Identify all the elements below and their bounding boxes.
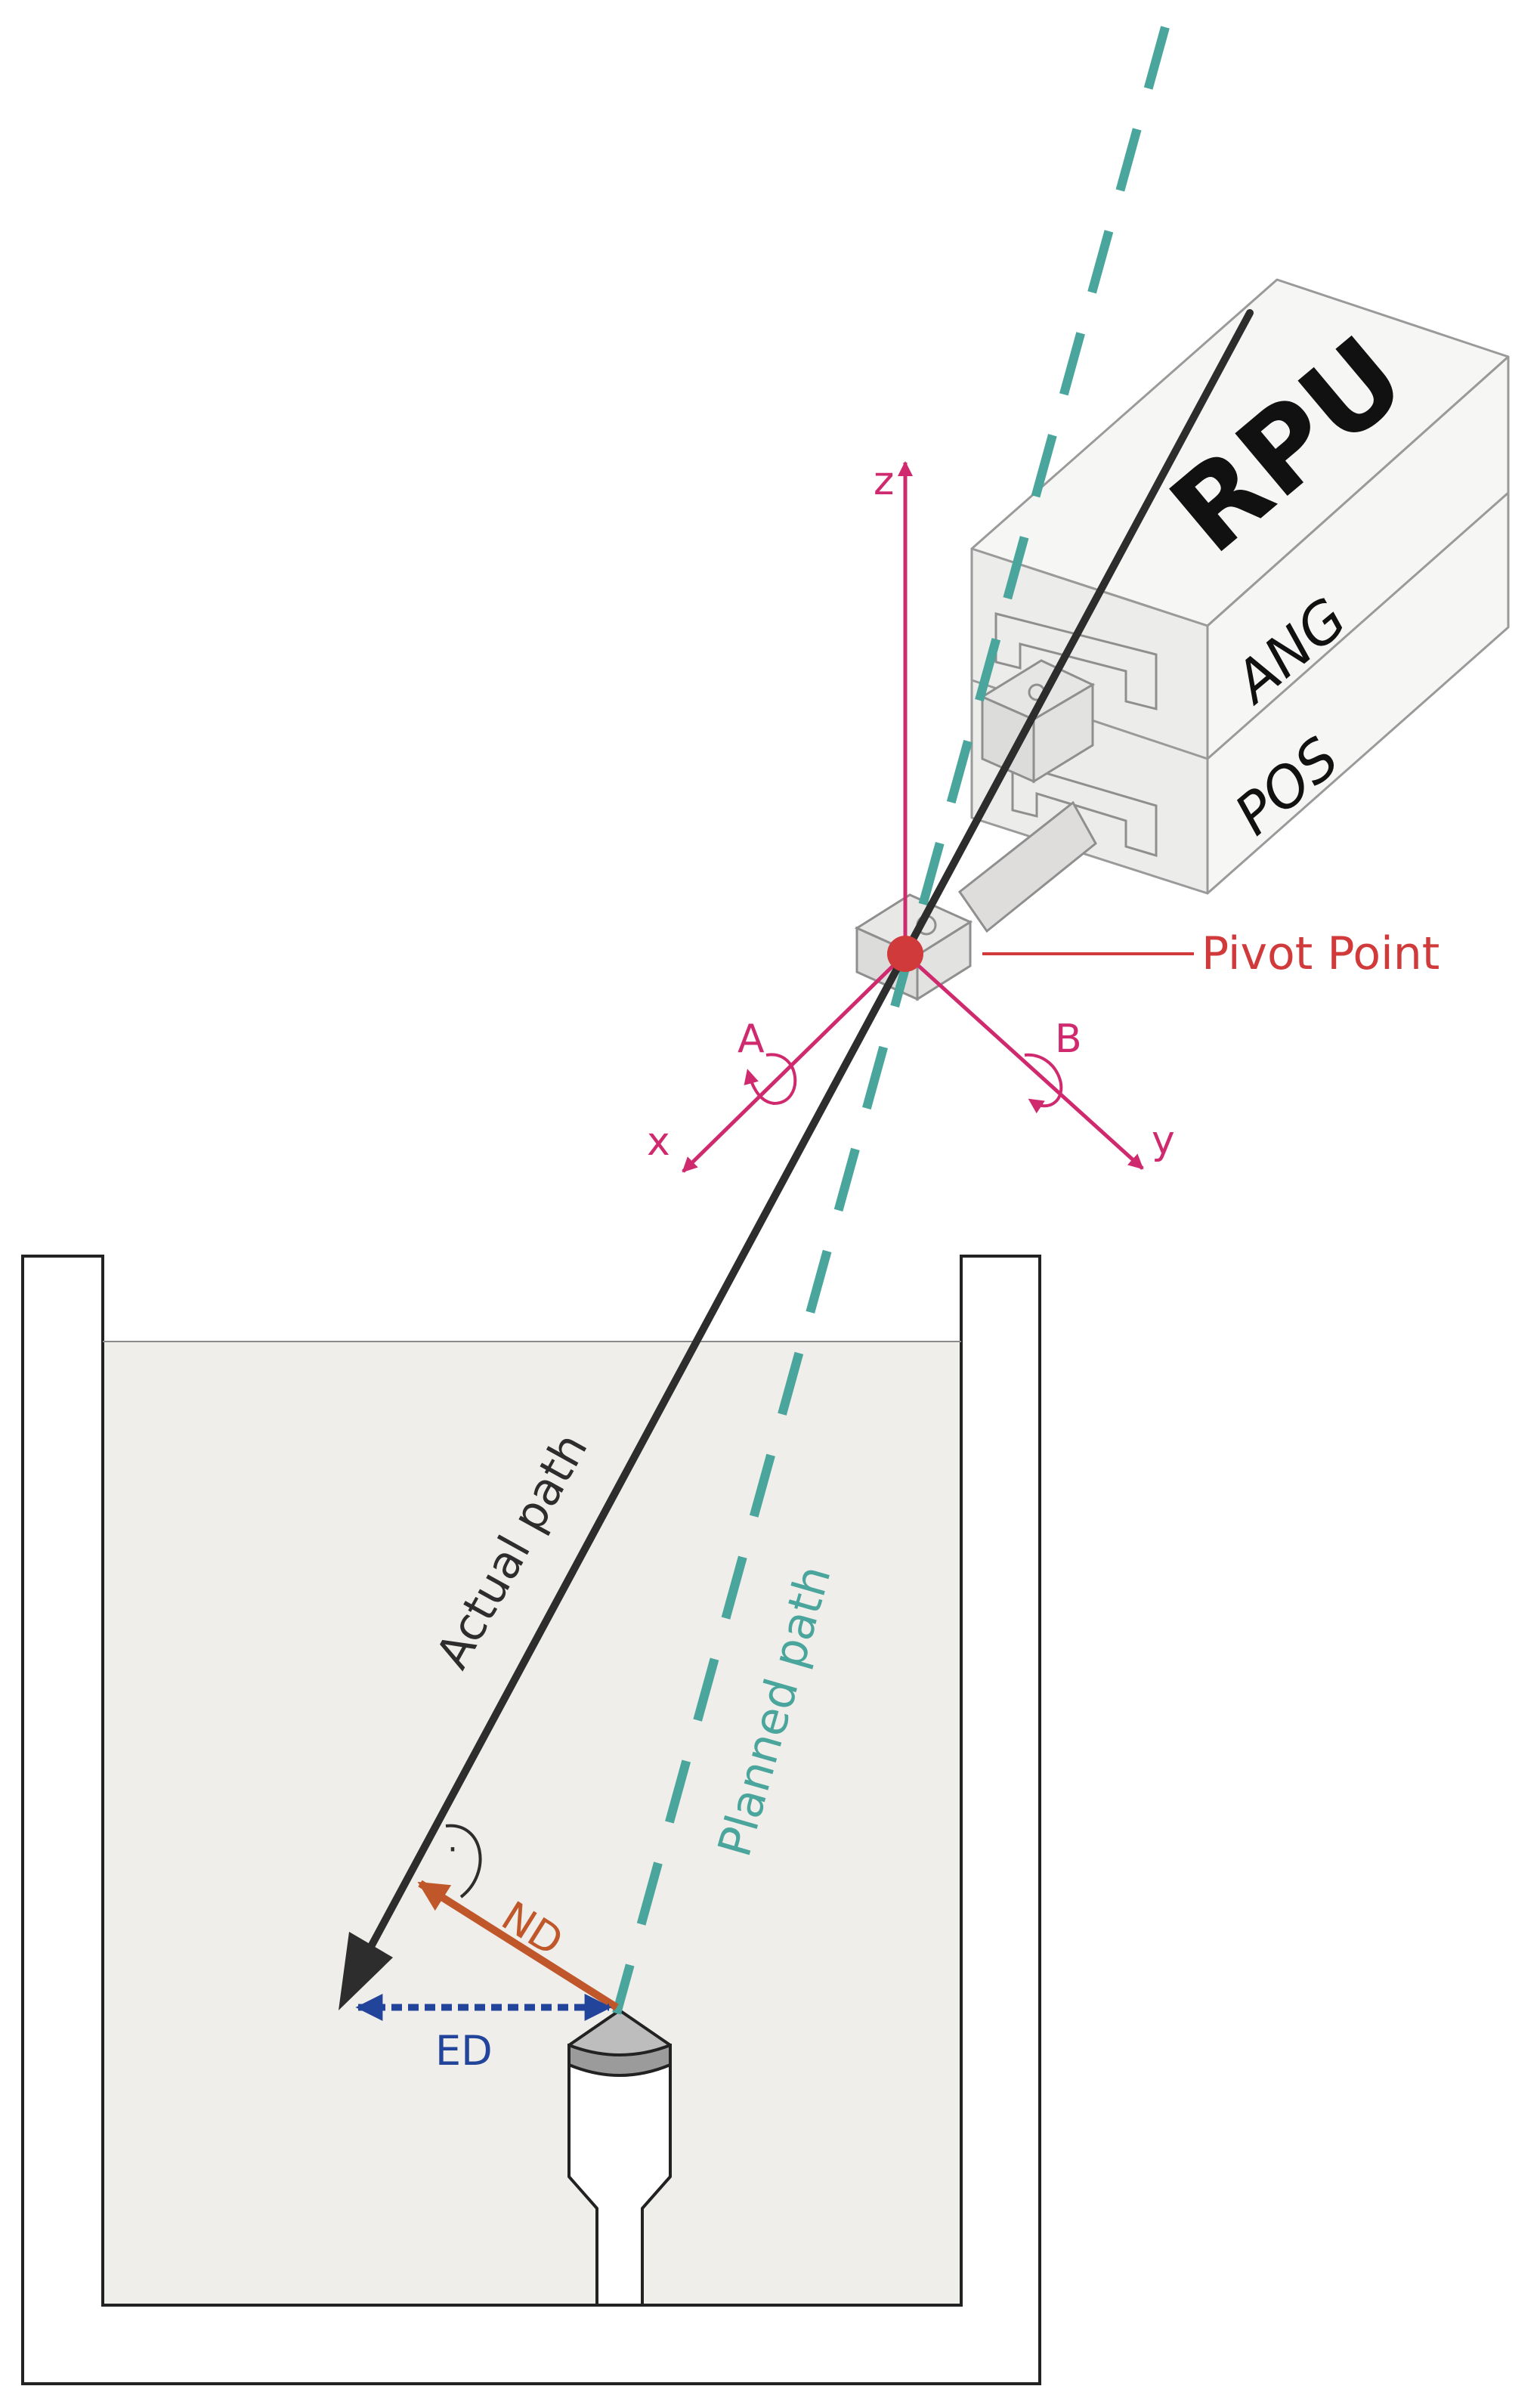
actual-path-arrowhead — [339, 1932, 393, 2010]
actual-path — [339, 309, 1254, 2010]
pos-arm — [957, 800, 1097, 933]
rotation-a-icon — [744, 1053, 797, 1106]
rotation-b-icon — [1024, 1053, 1063, 1114]
planned-path-line — [612, 26, 1170, 2015]
objective-lens-icon — [567, 2009, 672, 2307]
x-axis — [682, 952, 907, 1173]
rpu-unit: RPU ANG POS — [854, 278, 1510, 1001]
pos-slot — [1011, 761, 1158, 858]
tank — [21, 1255, 1041, 2385]
axis-x-label: x — [647, 1119, 670, 1165]
y-axis — [904, 952, 1144, 1170]
ang-carriage — [979, 659, 1096, 784]
right-angle-arc — [445, 1824, 482, 1899]
ang-slot — [994, 612, 1158, 710]
euclidean-distance: ED — [355, 1994, 612, 2075]
pivot-point-label: Pivot Point — [1201, 927, 1439, 980]
tank-wall — [21, 1255, 1041, 2385]
ed-label: ED — [435, 2027, 493, 2075]
pivot-dot-icon — [887, 936, 923, 972]
rotation-b-label: B — [1055, 1017, 1082, 1062]
nd-arrow — [417, 1880, 619, 2011]
axis-z-label: z — [874, 459, 894, 504]
actual-path-line — [359, 309, 1254, 1966]
right-angle-dot: · — [447, 1831, 458, 1869]
pivot-carriage — [854, 893, 973, 1001]
axis-y-label: y — [1152, 1118, 1175, 1163]
rotation-a-label: A — [738, 1017, 765, 1062]
tank-liquid — [103, 1342, 961, 2305]
rpu-divider-side — [1207, 491, 1509, 760]
coordinate-axes: z x y A B — [647, 459, 1175, 1173]
